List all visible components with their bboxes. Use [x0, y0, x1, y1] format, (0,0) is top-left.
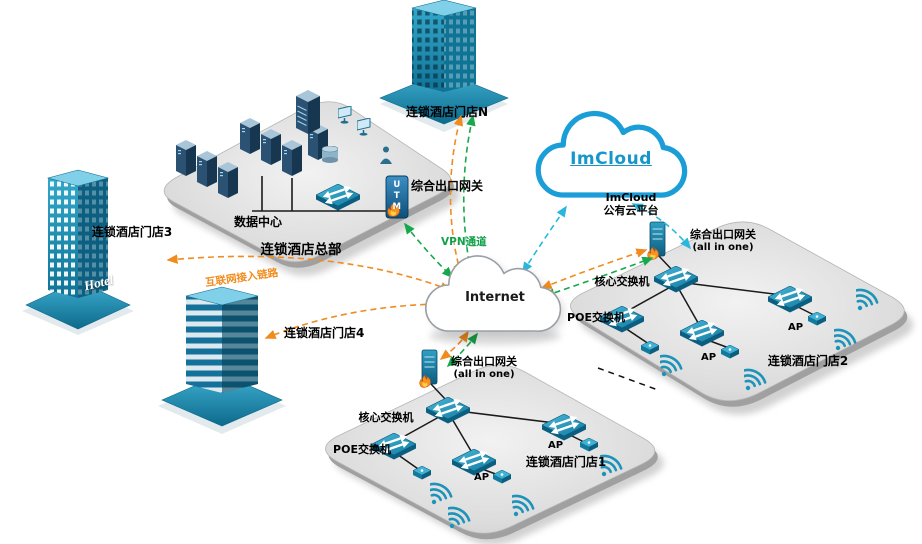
store-n-label: 连锁酒店门店N — [405, 105, 489, 119]
branch2-poe-switch-label: POE交换机 — [567, 311, 625, 324]
hq-platform — [163, 101, 460, 276]
server-rack-icon — [296, 90, 320, 135]
inter-branch-dashed-link — [597, 367, 659, 391]
cloud-link-arrows — [522, 203, 692, 274]
store4-label: 连锁酒店门店4 — [284, 326, 365, 340]
server-icon — [218, 162, 238, 198]
store3-label: 连锁酒店门店3 — [91, 225, 173, 239]
branch1-core-switch-label: 核心交换机 — [358, 411, 414, 424]
branch1-ap-label: AP — [548, 440, 564, 451]
branch2-ap-label: AP — [701, 352, 717, 363]
branch1-gateway-label-line1: 综合出口网关 — [451, 355, 517, 368]
store4-building — [158, 286, 286, 434]
imcloud-caption-line1: ImCloud — [605, 191, 657, 204]
internet-cloud — [425, 255, 565, 345]
server-icon — [240, 118, 260, 154]
vpn-link-hq — [404, 222, 454, 279]
branch1-ap-label: AP — [474, 472, 490, 483]
branch1-platform — [325, 364, 664, 544]
branch2-core-switch-label: 核心交换机 — [594, 275, 650, 288]
server-icon — [197, 151, 217, 187]
imcloud-caption-line2: 公有云平台 — [603, 204, 659, 217]
branch1-name-label: 连锁酒店门店1 — [525, 455, 607, 469]
access-link-store4 — [264, 299, 448, 339]
store-n-building — [379, 0, 509, 132]
branch2-gateway-icon — [648, 222, 665, 259]
internet-label: Internet — [465, 290, 525, 305]
branch1-gateway-label-line2: (all in one) — [453, 369, 515, 380]
branch2-gateway-label-line1: 综合出口网关 — [690, 228, 756, 241]
branch2-name-label: 连锁酒店门店2 — [767, 354, 849, 368]
hq-gateway-label: 综合出口网关 — [411, 179, 484, 193]
server-icon — [282, 140, 302, 176]
branch2-gateway-label-line2: (all in one) — [692, 242, 754, 253]
branch1-poe-switch-label: POE交换机 — [333, 443, 391, 456]
vpn-link-branch2 — [543, 256, 654, 298]
imcloud-cloud-text: ImCloud — [570, 149, 652, 169]
server-icon — [176, 140, 196, 176]
vpn-link-label: VPN通道 — [441, 236, 487, 248]
imcloud-cloud — [535, 110, 688, 198]
store3-building — [22, 169, 134, 335]
access-link-store3 — [166, 254, 452, 292]
cloud-link-internet — [522, 205, 567, 274]
branch1-gateway-icon — [420, 350, 437, 387]
branch2-ap-label: AP — [788, 322, 804, 333]
utm-gateway-icon — [385, 175, 409, 219]
server-icon — [261, 129, 281, 165]
access-link-store-n — [449, 114, 464, 276]
vpn-link-store-n — [462, 114, 476, 274]
datacenter-label: 数据中心 — [233, 215, 282, 229]
database-icon — [322, 146, 338, 164]
hq-name-label: 连锁酒店总部 — [260, 242, 342, 258]
utm-device-text: UTM — [391, 180, 402, 213]
